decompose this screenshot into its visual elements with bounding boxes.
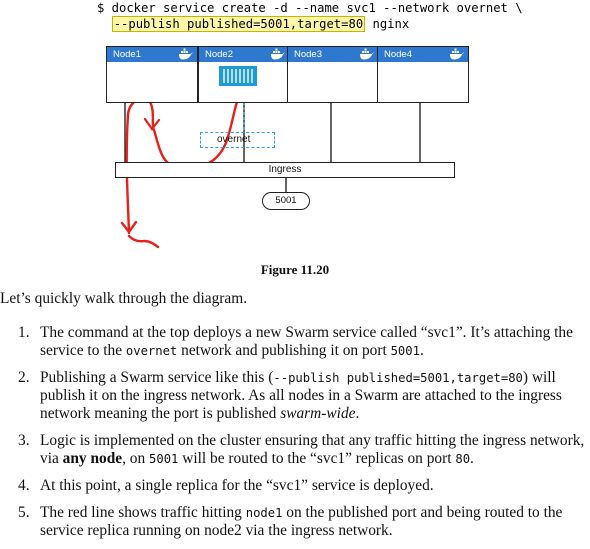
docker-whale-icon: [271, 48, 285, 60]
list-text: , on: [122, 450, 150, 467]
intro-paragraph: Let’s quickly walk through the diagram.: [0, 290, 248, 307]
traffic-origin-arrow: [120, 220, 160, 249]
list-text: network and publishing it on port: [177, 342, 391, 359]
node4-label: Node4: [384, 49, 412, 60]
docker-whale-icon: [179, 48, 193, 60]
inline-code: 80: [455, 452, 471, 466]
diagram-lines: [120, 71, 421, 249]
docker-command: $ docker service create -d --name svc1 -…: [97, 0, 523, 32]
docker-whale-icon: [360, 48, 374, 60]
explanation-list: 1. The command at the top deploys a new S…: [0, 324, 590, 549]
list-number: 1.: [18, 324, 30, 341]
list-text: ) will publish it on the ingress network…: [40, 369, 562, 422]
list-item: 4. At this point, a single replica for th…: [0, 477, 590, 495]
list-text: Publishing a Swarm service like this (: [40, 369, 274, 386]
inline-code: node1: [245, 506, 283, 520]
docker-whale-icon: [450, 48, 464, 60]
inline-code: --publish published=5001,target=80: [273, 371, 523, 385]
node2-box: Node2: [198, 46, 290, 103]
node2-header: Node2: [199, 47, 289, 62]
list-text: At this point, a single replica for the …: [40, 477, 434, 494]
overnet-network-box: overnet: [200, 132, 275, 148]
list-number: 2.: [18, 369, 30, 386]
list-item: 1. The command at the top deploys a new S…: [0, 324, 590, 360]
list-item: 2. Publishing a Swarm service like this (…: [0, 369, 590, 423]
node3-label: Node3: [294, 49, 322, 60]
command-highlight: --publish published=5001,target=80: [111, 16, 366, 32]
overnet-label: overnet: [217, 134, 251, 145]
list-number: 4.: [18, 477, 30, 494]
emphasis-text: swarm-wide: [280, 405, 356, 422]
inline-code: overnet: [125, 344, 178, 358]
inline-code: 5001: [149, 452, 179, 466]
list-number: 5.: [18, 504, 30, 521]
container-replica-icon: [219, 66, 257, 86]
ingress-network-bar: Ingress: [115, 162, 455, 178]
bold-text: any node: [62, 450, 123, 467]
list-number: 3.: [18, 432, 30, 449]
command-line-1: $ docker service create -d --name svc1 -…: [97, 1, 523, 15]
node3-header: Node3: [288, 47, 378, 62]
node1-header: Node1: [107, 47, 197, 62]
node2-label: Node2: [205, 49, 233, 60]
list-text: The command at the top deploys a new Swa…: [40, 324, 573, 359]
inline-code: 5001: [390, 344, 420, 358]
ingress-label: Ingress: [268, 164, 302, 175]
list-text: The red line shows traffic hitting: [40, 504, 246, 521]
list-text: .: [419, 342, 424, 359]
node1-box: Node1: [106, 46, 198, 103]
list-item: 3. Logic is implemented on the cluster en…: [0, 432, 590, 468]
node4-header: Node4: [378, 47, 468, 62]
arrowhead-down: [143, 117, 161, 131]
node4-box: Node4: [377, 46, 469, 103]
command-line-2-rest: nginx: [365, 17, 410, 31]
list-text: .: [470, 450, 474, 467]
list-item: 5. The red line shows traffic hitting nod…: [0, 504, 590, 540]
node1-label: Node1: [113, 49, 141, 60]
list-text: will be routed to the “svc1” replicas on…: [178, 450, 456, 467]
published-port-badge: 5001: [262, 192, 310, 210]
node3-box: Node3: [287, 46, 379, 103]
list-text: Logic is implemented on the cluster ensu…: [40, 432, 585, 467]
port-label: 5001: [275, 195, 297, 206]
figure-caption: Figure 11.20: [260, 262, 330, 277]
list-text: .: [355, 405, 360, 422]
